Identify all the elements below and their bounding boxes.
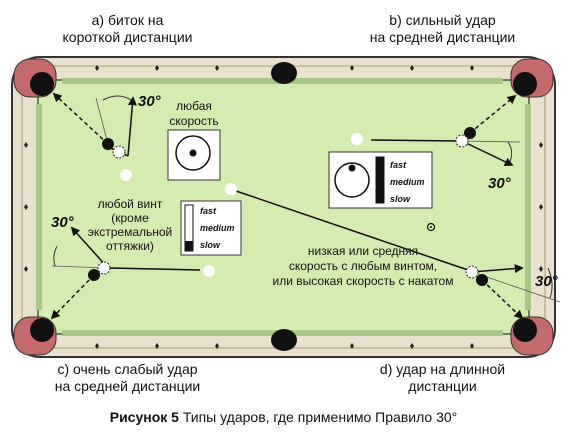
label-long-3: или высокая скорость с накатом — [273, 274, 454, 288]
speed-meter-1: fast medium slow — [180, 200, 242, 256]
caption-c: c) очень слабый удар на средней дистанци… — [35, 361, 220, 395]
cue-ball-c — [203, 265, 215, 277]
cue-ball-a — [120, 169, 132, 181]
label-long-2: скорость с любым винтом, — [289, 259, 437, 273]
figure-caption-text: Типы ударов, где применимо Правило 30° — [182, 409, 458, 425]
label-long-1: низкая или средняя — [308, 244, 418, 258]
cushion-right — [525, 104, 531, 310]
scenario-d — [225, 183, 561, 320]
label-any-spin-3: экстремальной — [88, 225, 173, 239]
speed-slow-1: slow — [200, 240, 221, 250]
caption-a-line1: a) биток на — [91, 12, 164, 28]
ghost-ball-b — [455, 134, 469, 148]
label-any-speed-2: скорость — [169, 114, 218, 128]
pocket-bottom-middle — [271, 329, 297, 351]
angle-label-d: 30° — [535, 273, 559, 290]
pocket-top-middle — [271, 62, 297, 84]
spin-speed-diagram-2: fast medium slow — [328, 151, 433, 209]
caption-c-line2: на средней дистанции — [54, 378, 201, 394]
caption-b-line2: на средней дистанции — [369, 29, 516, 45]
caption-a-line2: короткой дистанции — [62, 29, 193, 45]
caption-b: b) сильный удар на средней дистанции — [355, 12, 530, 46]
angle-label-c: 30° — [51, 214, 75, 231]
ghost-ball-a — [112, 145, 126, 159]
ghost-ball-c — [97, 261, 111, 275]
scenario-b — [351, 94, 521, 166]
angle-label-a: 30° — [138, 93, 162, 110]
object-ball-c — [88, 269, 100, 281]
angle-label-b: 30° — [488, 175, 512, 192]
caption-d-line1: d) удар на длинной — [379, 361, 506, 377]
scenario-a — [52, 92, 137, 181]
speed-slow-2: slow — [390, 194, 411, 204]
label-any-spin-4: оттяжки) — [106, 239, 154, 253]
pocket-top-left — [30, 72, 54, 96]
object-ball-d — [476, 274, 488, 286]
caption-a: a) биток на короткой дистанции — [55, 12, 200, 46]
scenario-c — [50, 226, 215, 320]
pocket-bottom-right — [513, 318, 537, 342]
pocket-bottom-left — [30, 318, 54, 342]
pocket-top-right — [513, 72, 537, 96]
speed-fast-1: fast — [200, 206, 217, 216]
caption-b-line1: b) сильный удар — [389, 12, 496, 28]
caption-d-line2: дистанции — [408, 378, 477, 394]
object-ball-a — [102, 138, 114, 150]
cue-ball-d — [225, 183, 237, 195]
ghost-ball-d — [465, 265, 479, 279]
speed-medium-2: medium — [390, 177, 425, 187]
figure-number: Рисунок 5 — [109, 409, 179, 425]
speed-medium-1: medium — [200, 223, 235, 233]
figure-caption: Рисунок 5 Типы ударов, где применимо Пра… — [0, 409, 567, 425]
caption-c-line1: c) очень слабый удар — [57, 361, 198, 377]
label-any-speed-1: любая — [176, 99, 212, 113]
rail-diamonds — [24, 65, 543, 349]
cue-ball-b — [351, 133, 363, 145]
caption-d: d) удар на длинной дистанции — [360, 361, 525, 395]
cushion-left — [36, 104, 42, 310]
spot-marker — [426, 222, 436, 232]
label-any-spin-1: любой винт — [98, 197, 163, 211]
label-any-spin-2: (кроме — [111, 211, 149, 225]
object-ball-b — [464, 127, 476, 139]
spin-diagram-1 — [167, 129, 221, 181]
speed-fast-2: fast — [390, 160, 407, 170]
